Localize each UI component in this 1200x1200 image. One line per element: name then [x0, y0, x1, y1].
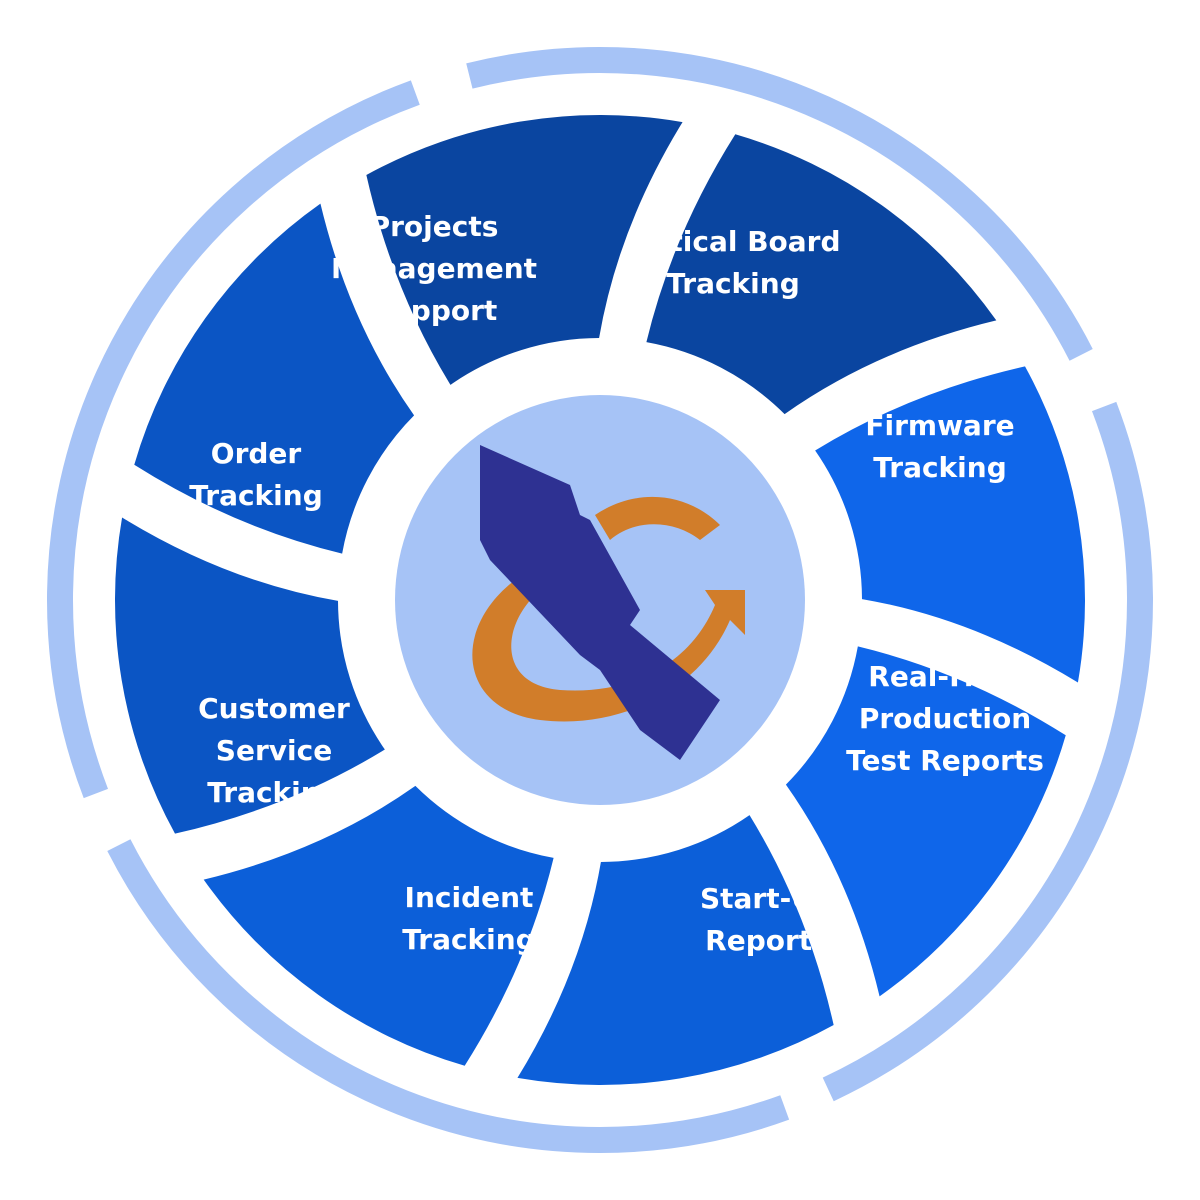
segments: [115, 115, 1086, 1086]
segment-incident-tracking: [203, 785, 554, 1066]
label-line: Critical Board: [625, 225, 840, 258]
label-line: Order: [211, 437, 302, 470]
label-line: Projects: [370, 210, 499, 243]
outer-ring-arc-top-left: [47, 80, 420, 799]
segment-real-time-production-test-reports: [785, 646, 1066, 997]
label-line: Incident: [405, 881, 534, 914]
segment-projects-management-support: [366, 115, 683, 385]
logo-swirl-lower: [472, 580, 745, 722]
label-line: Tracking: [189, 479, 323, 512]
logo-swirl-upper: [595, 496, 720, 540]
label-line: Start-Up: [700, 882, 834, 915]
label-line: Support: [371, 294, 498, 327]
outer-ring-arc-bottom-left: [107, 839, 790, 1153]
outer-ring-arc-bottom-right: [822, 401, 1153, 1102]
label-line: Tracking: [402, 923, 536, 956]
label-line: Reports: [705, 924, 829, 957]
rotation-arrows-logo-icon: [472, 445, 745, 760]
label-line: Real-Time: [868, 660, 1021, 693]
label-line: Customer: [198, 692, 350, 725]
segment-customer-service-tracking: [115, 517, 385, 834]
logo-arrow: [480, 445, 720, 760]
outer-ring-arc-top-right: [466, 47, 1093, 361]
label-line: Firmware: [865, 409, 1014, 442]
label-line: Tracking: [666, 267, 800, 300]
outer-ring: [47, 47, 1153, 1153]
label-line: Management: [331, 252, 537, 285]
label-line: Tracking: [873, 451, 1007, 484]
segment-start-up-reports: [517, 815, 834, 1086]
label-line: Production: [859, 702, 1031, 735]
segment-order-tracking: [134, 203, 415, 554]
label-line: Tracking: [207, 776, 341, 809]
label-line: Test Reports: [846, 744, 1044, 777]
segment-firmware-tracking: [815, 366, 1086, 683]
label-line: Service: [216, 734, 332, 767]
segment-critical-board-tracking: [646, 134, 997, 415]
